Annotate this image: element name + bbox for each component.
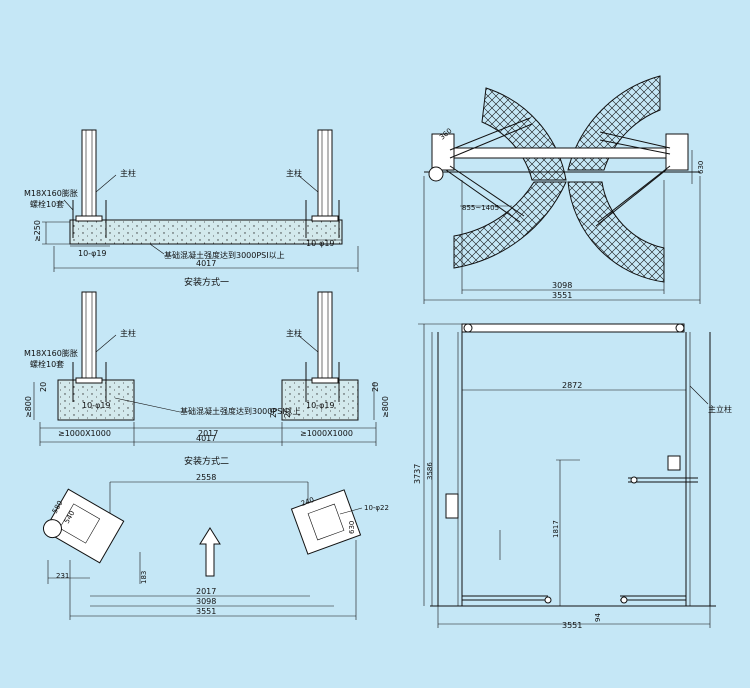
main-post-label: 主立柱 (708, 404, 732, 414)
total-dim-2: 4017 (196, 434, 216, 443)
base-right (290, 489, 362, 555)
drive-in-arrow (199, 527, 221, 577)
pad-dim-left: ≥1000X1000 (58, 429, 111, 438)
bolt-label: M18X160膨胀 (24, 188, 78, 198)
dim-3551-top: 3551 (552, 291, 572, 300)
dim-2872: 2872 (562, 381, 582, 390)
depth-dim-left: ≥800 (24, 396, 33, 418)
post-left (81, 129, 97, 221)
total-dim: 4017 (196, 259, 216, 268)
dim-2017-plan: 2017 (196, 587, 216, 596)
post-top-right (665, 133, 689, 171)
dim-2558: 2558 (196, 473, 216, 482)
dim-1817: 1817 (552, 520, 560, 538)
dim-630-top: 630 (697, 161, 705, 174)
depth-dim-right: ≥800 (381, 396, 390, 418)
post-left-2 (81, 291, 97, 383)
dim-3098-plan: 3098 (196, 597, 216, 606)
base-plate-left (75, 215, 103, 222)
install-method-2: 主柱 主柱 M18X160膨胀 螺栓10套 ≥800 20 ≥800 20 10… (24, 291, 390, 467)
dim-231: 231 (56, 572, 69, 580)
bolt-label-2: M18X160膨胀 (24, 348, 78, 358)
caption-1: 安装方式一 (184, 276, 229, 288)
post-right-2 (317, 291, 333, 383)
hole-dim-right: 10-φ19 (306, 239, 335, 248)
hole-dim-left: 10-φ19 (78, 249, 107, 258)
base-plate-right (311, 215, 339, 222)
crossbeam (439, 147, 689, 159)
dim-630-plan: 630 (348, 521, 356, 534)
arm-range-dim: 855~1405 (462, 204, 499, 212)
dim-3551-plan: 3551 (196, 607, 216, 616)
hole-dim-left-2: 10-φ19 (82, 401, 111, 410)
front-view: 2872 3737 3586 1817 主立柱 3551 94 (413, 323, 732, 630)
dim-mid-right: 20 (283, 408, 292, 418)
dim-3737: 3737 (413, 464, 422, 484)
depth-dim: ≥250 (33, 220, 42, 242)
dim-183: 183 (140, 571, 148, 584)
post-right-label: 主柱 (286, 168, 302, 178)
caption-2: 安装方式二 (184, 455, 229, 467)
swing-zone-left-bottom (453, 181, 567, 269)
post-top-left (431, 133, 455, 171)
dim-mid-left: 20 (269, 408, 278, 418)
base-left (42, 488, 125, 564)
bolt-count-label-2: 螺栓10套 (30, 359, 64, 369)
plan-view: 2558 580 540 240 630 10-φ22 231 183 2017… (42, 473, 389, 620)
concrete-texture (70, 220, 342, 244)
dim-3586: 3586 (426, 462, 434, 480)
swing-zone-right-top (567, 75, 661, 171)
post-left-label-2: 主柱 (120, 328, 136, 338)
carriage-left (445, 493, 459, 519)
dim-94: 94 (594, 613, 602, 622)
concrete-note-2: 基础混凝土强度达到3000PSI以上 (180, 406, 301, 416)
post-right (317, 129, 333, 221)
concrete-note: 基础混凝土强度达到3000PSI以上 (164, 250, 285, 260)
dim-20-right: 20 (371, 382, 380, 392)
front-crossbeam (461, 323, 685, 333)
hole-dim-right-2: 10-φ19 (306, 401, 335, 410)
top-view: 855~1405 360 630 3098 3551 (423, 75, 705, 304)
bolt-count-label: 螺栓10套 (30, 199, 64, 209)
swing-zone-right-bottom (567, 181, 665, 283)
post-left-label: 主柱 (120, 168, 136, 178)
dim-3551-front: 3551 (562, 621, 582, 630)
gap-dim: 2017 (198, 429, 218, 438)
dim-holes-plan: 10-φ22 (364, 504, 389, 512)
pad-dim-right: ≥1000X1000 (300, 429, 353, 438)
post-right-label-2: 主柱 (286, 328, 302, 338)
carriage-right (667, 455, 681, 471)
install-method-1: 主柱 主柱 M18X160膨胀 螺栓10套 ≥250 10-φ19 10-φ19… (24, 129, 359, 288)
dim-20-left: 20 (39, 382, 48, 392)
dim-3098-top: 3098 (552, 281, 572, 290)
swing-zone-left-top (481, 87, 567, 181)
